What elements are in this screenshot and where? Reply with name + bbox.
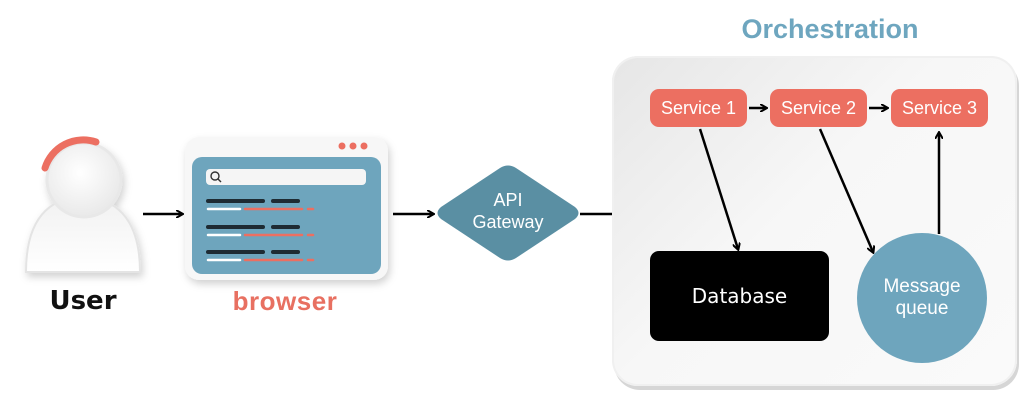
orchestration-title: Orchestration	[741, 14, 919, 44]
browser-window-icon	[185, 137, 388, 280]
service-2-node[interactable]: Service 2	[770, 89, 867, 127]
database-label: Database	[691, 284, 788, 308]
api-gateway-label-line2: Gateway	[472, 212, 544, 232]
database-node[interactable]: Database	[650, 251, 829, 341]
api-gateway-label-line1: API	[493, 190, 523, 210]
message-queue-label-line2: queue	[895, 298, 949, 319]
message-queue-node[interactable]: Message queue	[857, 233, 987, 363]
user-label: User	[49, 286, 117, 316]
message-queue-label-line1: Message	[883, 276, 961, 297]
user-icon	[24, 141, 142, 273]
service-3-node[interactable]: Service 3	[891, 89, 988, 127]
api-gateway-label: API Gateway	[437, 189, 579, 233]
browser-label: browser	[232, 286, 338, 316]
user-status-arc-icon	[41, 136, 100, 172]
service-1-node[interactable]: Service 1	[650, 89, 747, 127]
api-gateway-node[interactable]	[437, 165, 579, 261]
